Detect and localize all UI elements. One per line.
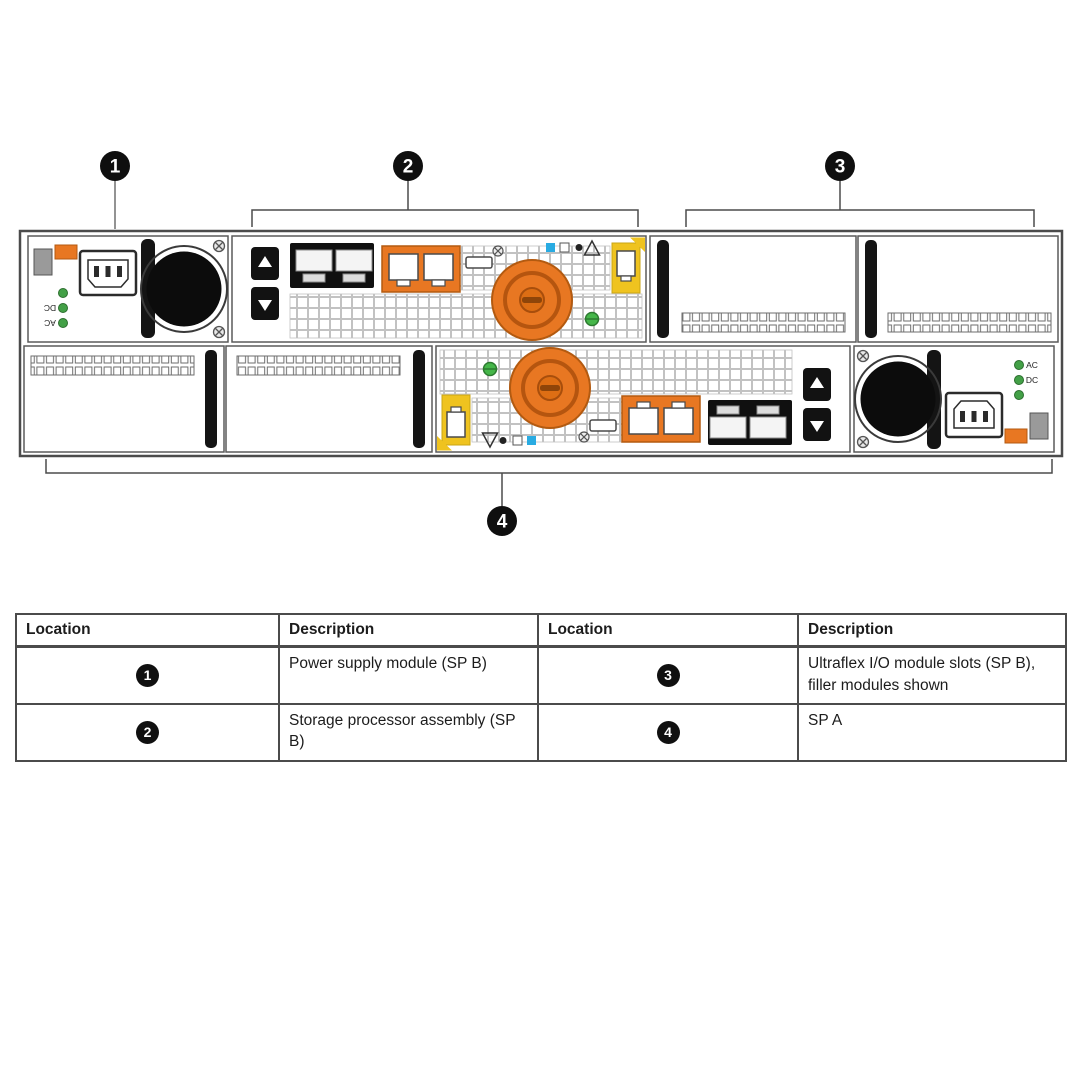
blue-square-icon — [546, 243, 555, 252]
arrow-up-icon — [258, 256, 272, 267]
legend-row-2: 2 Storage processor assembly (SP B) 4 SP… — [15, 702, 1067, 762]
top-row-sp-b: DC AC — [27, 235, 1059, 343]
ethernet-ports-orange — [381, 245, 461, 293]
filler-vents — [681, 312, 846, 333]
callout-1: 1 — [100, 151, 130, 229]
description-cell-2: Storage processor assembly (SP B) — [278, 702, 539, 762]
io-filler-module-2 — [857, 235, 1059, 343]
callout-2-number: 2 — [403, 157, 414, 178]
callout-3-number: 3 — [835, 157, 846, 178]
service-port — [465, 256, 493, 269]
yellow-corner-mark — [630, 237, 645, 252]
description-cell-4: SP A — [797, 702, 1067, 762]
header-location-left: Location — [15, 613, 280, 648]
location-badge-3: 3 — [656, 663, 680, 687]
legend-header-row: Location Description Location Descriptio… — [15, 613, 1067, 648]
location-cell-3: 3 — [537, 645, 799, 705]
psu-led-dc — [58, 303, 68, 313]
legend-row-1: 1 Power supply module (SP B) 3 Ultraflex… — [15, 645, 1067, 705]
callout-1-circle — [100, 151, 130, 181]
arrow-down-icon — [258, 300, 272, 311]
screw-icon-bottom — [212, 325, 226, 339]
psu-led-fault — [58, 288, 68, 298]
vent-mesh-lower — [289, 293, 643, 339]
callout-3-circle — [825, 151, 855, 181]
power-supply-module-spb: DC AC — [27, 235, 229, 343]
icon-cluster — [492, 239, 601, 257]
management-port-yellow — [611, 242, 641, 294]
green-screw-icon — [584, 311, 600, 327]
psu-latch — [54, 244, 78, 260]
storage-processor-assembly-spb — [231, 235, 647, 343]
psu-connector — [33, 248, 53, 276]
screw-icon-top — [212, 239, 226, 253]
warning-triangle-icon — [583, 239, 601, 256]
location-badge-4: 4 — [656, 720, 680, 744]
callout-3: 3 — [685, 151, 1035, 227]
header-description-left: Description — [278, 613, 539, 648]
psu-led-ac — [58, 318, 68, 328]
psu-led-label-dc: DC — [44, 303, 56, 313]
enclosure-rear-diagram: 1 2 3 DC AC — [18, 151, 1064, 536]
location-badge-2: 2 — [136, 720, 159, 744]
power-inlet — [78, 249, 138, 297]
fan — [146, 251, 222, 327]
description-cell-1: Power supply module (SP B) — [278, 645, 539, 705]
bottom-row-sp-a — [22, 344, 1056, 454]
filler-vents — [887, 312, 1052, 333]
location-cell-4: 4 — [537, 702, 799, 762]
location-cell-1: 1 — [15, 645, 280, 705]
legend-table: Location Description Location Descriptio… — [15, 613, 1067, 762]
callout-4-circle — [487, 506, 517, 536]
locking-knob — [491, 259, 573, 341]
io-filler-module-1 — [649, 235, 857, 343]
location-badge-1: 1 — [136, 663, 159, 687]
callout-2-circle — [393, 151, 423, 181]
header-location-right: Location — [537, 613, 799, 648]
callout-1-number: 1 — [110, 157, 121, 178]
callout-4-number: 4 — [497, 512, 508, 533]
header-description-right: Description — [797, 613, 1067, 648]
description-cell-3: Ultraflex I/O module slots (SP B), fille… — [797, 645, 1067, 705]
dot-icon — [575, 244, 583, 251]
psu-led-label-ac: AC — [44, 318, 56, 328]
fan-ring — [140, 245, 228, 333]
filler-handle — [865, 240, 877, 338]
callout-4: 4 — [45, 459, 1053, 536]
filler-handle — [657, 240, 669, 338]
callout-2: 2 — [251, 151, 639, 227]
sfp-cage — [290, 243, 374, 288]
location-cell-2: 2 — [15, 702, 280, 762]
white-square-icon — [559, 242, 570, 253]
